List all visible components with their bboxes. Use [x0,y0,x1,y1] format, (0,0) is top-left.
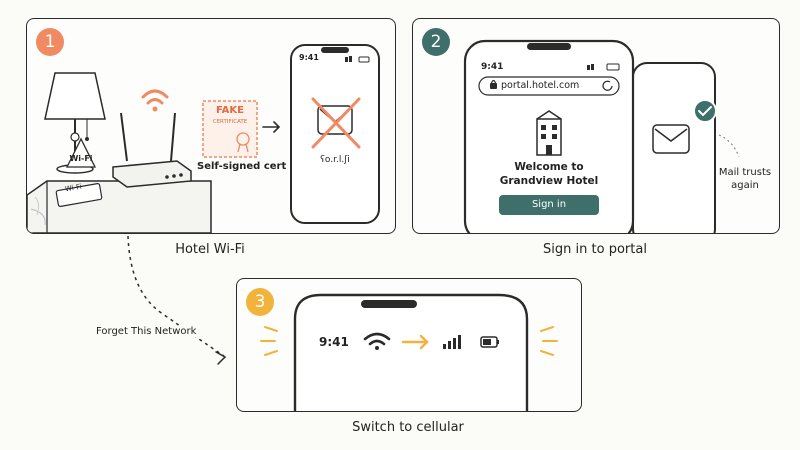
step3-number-badge: 3 [246,288,274,316]
cellular-illustration [260,293,558,411]
connector-label: Forget This Network [94,326,199,337]
step1-caption: Hotel Wi-Fi [175,242,245,257]
battery-icon [480,336,499,348]
lamp-icon [44,72,106,174]
cert-label: Self-signed cert [197,161,287,172]
step3-caption: Switch to cellular [352,420,464,435]
wifi-icon [363,332,391,350]
phone-icon [293,293,529,411]
vibration-lines-icon [260,326,558,356]
sign-in-button[interactable]: Sign in [499,195,599,215]
certificate-icon [202,100,258,158]
checkmark-badge-icon [693,99,717,123]
welcome-line2: Grandview Hotel [499,175,599,187]
mail-note-line2: again [731,180,759,191]
phone-icon [290,44,380,224]
step3-panel: 3 9:41 [236,278,582,412]
url-text[interactable]: portal.hotel.com [501,80,580,91]
phone-time: 9:41 [481,62,504,72]
wifi-signal-icon [141,89,169,112]
mail-note-line1: Mail trusts [718,167,772,178]
phone-time: 9:41 [319,335,349,349]
cert-title: FAKE [215,105,244,116]
welcome-line1: Welcome to [514,161,584,173]
step1-number-badge: 1 [36,28,64,56]
hotel-building-icon [536,110,562,156]
phone-time: 9:41 [299,53,319,62]
portal-illustration [463,39,740,233]
cert-subtitle: CERTIFICATE [212,119,248,125]
step2-number-badge: 2 [422,28,450,56]
cellular-signal-icon [443,335,461,349]
garbled-text: ʕo.r.l.ʃi [320,155,350,165]
wifi-tent-sign: Wi-Fi [69,154,93,163]
router-icon [112,112,192,188]
step2-caption: Sign in to portal [543,242,647,257]
hotel-room-illustration [27,44,380,233]
step2-panel: 2 9:41 portal.hotel.com Welcome to Grand… [412,18,780,234]
step1-panel: 1 Wi-Fi Wi-Fi FAKE CERTIFICATE Self-sign… [26,18,396,234]
